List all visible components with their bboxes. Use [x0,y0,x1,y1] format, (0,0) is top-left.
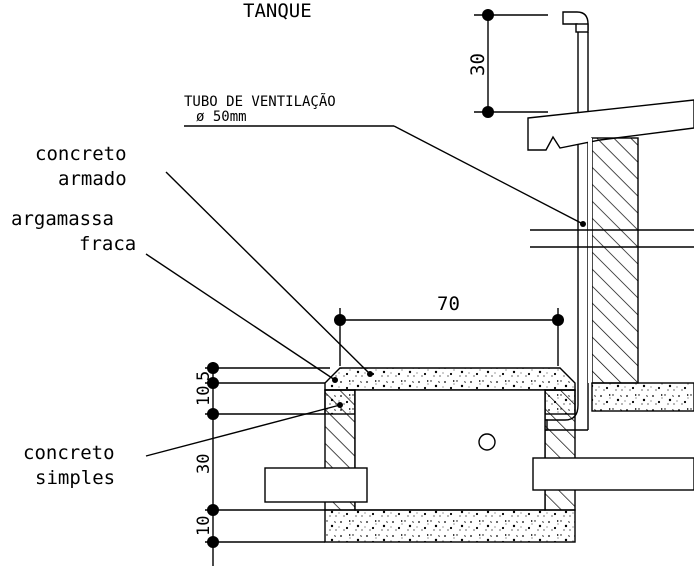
base-dim-label: 10 [194,516,214,536]
tubo-label-line1: TUBO DE VENTILAÇÃO [184,93,336,110]
dim-dot [207,362,219,374]
slab-dim-label: 5 [194,371,214,381]
leader-dot [332,377,338,383]
septic-tank [264,367,694,543]
tubo-label-line2: ø 50mm [196,109,247,125]
dim-dot [207,504,219,516]
dim-dot [207,536,219,548]
dim-dot [207,377,219,389]
chamber-dim-label: 30 [194,454,214,474]
dim-dot [482,106,494,118]
vertical-dimension-chain [205,362,330,566]
leader-dot [367,371,373,377]
dim-dot [207,408,219,420]
ground-concrete-strip [591,382,694,412]
wall-gap [588,138,592,383]
concreto-simples-label-1: concreto [23,442,115,464]
top-width-dimension [339,308,559,366]
vent-height-label: 30 [467,53,489,76]
dim-dot [482,9,494,21]
concreto-armado-label-2: armado [58,168,127,190]
dim-dot [552,314,564,326]
brick-wall [591,137,639,384]
argamassa-label-2: fraca [79,233,136,255]
leader-lines [145,125,584,457]
argamassa-label-1: argamassa [11,208,114,230]
dim-dot [334,314,346,326]
title-text: TANQUE [243,0,312,22]
roof-slab [527,99,694,151]
vent-pipe-elbow [562,11,589,33]
top-width-label: 70 [437,293,460,315]
wall-top-dim-label: 10 [194,386,214,406]
leader-dot [580,221,586,227]
floor-slab-break [530,229,694,248]
leader-dot [337,402,343,408]
concreto-armado-label-1: concreto [35,143,127,165]
concreto-simples-label-2: simples [35,467,115,489]
